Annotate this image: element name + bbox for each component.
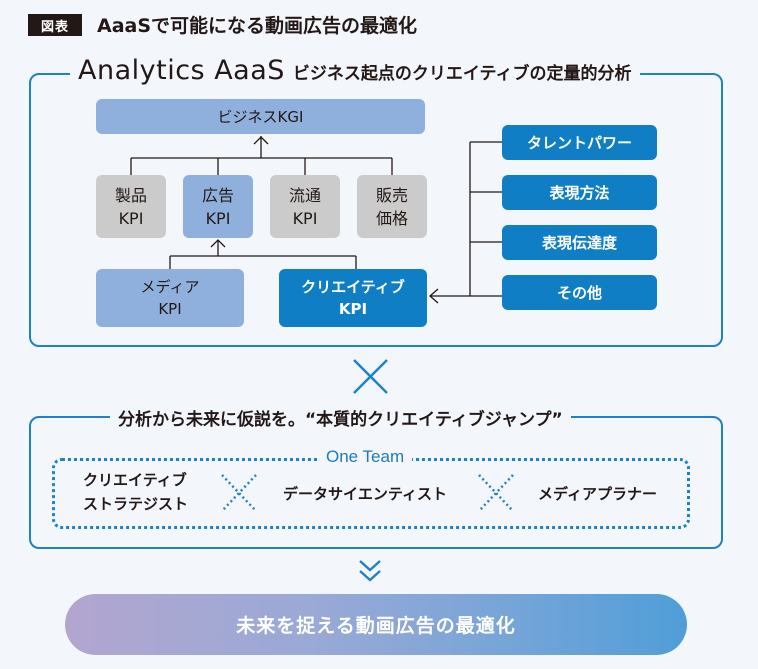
result-label: 未来を捉える動画広告の最適化 [236, 615, 516, 637]
result-pill: 未来を捉える動画広告の最適化 [65, 594, 687, 655]
product-kpi-line2: KPI [118, 208, 144, 228]
factor-label: タレントパワー [526, 133, 632, 152]
factor-expression-method: 表現方法 [502, 175, 657, 210]
distribution-kpi-line2: KPI [292, 208, 318, 228]
media-kpi-line2: KPI [158, 300, 182, 318]
product-kpi-box: 製品 KPI [96, 175, 166, 238]
analytics-frame-title: Analytics AaaS ビジネス起点のクリエイティブの定量的分析 [70, 55, 640, 86]
sales-price-box: 販売 価格 [357, 175, 427, 238]
role-data-scientist: データサイエンティスト [283, 485, 447, 503]
ad-arrow-icon [210, 239, 226, 248]
kgi-arrow-icon [253, 136, 269, 145]
business-kgi-box: ビジネスKGI [96, 99, 425, 134]
role-line2: ストラテジスト [83, 495, 189, 513]
factor-expression-delivery: 表現伝達度 [502, 225, 657, 260]
role-creative-strategist: クリエイティブ ストラテジスト [83, 468, 188, 516]
figure-badge: 図表 [28, 14, 82, 36]
creative-kpi-line2: KPI [338, 300, 368, 318]
media-kpi-line1: メディア [140, 278, 200, 296]
factor-talent-power: タレントパワー [502, 125, 657, 160]
ad-kpi-box: 広告 KPI [183, 175, 253, 238]
role-line1: クリエイティブ [83, 471, 187, 489]
figure-title: AaaSで可能になる動画広告の最適化 [97, 15, 418, 37]
factor-label: 表現方法 [549, 183, 610, 202]
dotted-times-icon-2 [478, 474, 514, 512]
creative-kpi-box: クリエイティブ KPI [279, 269, 427, 327]
times-icon [353, 359, 388, 394]
sales-price-line1: 販売 [375, 185, 408, 205]
creative-kpi-line1: クリエイティブ [301, 278, 405, 296]
media-kpi-box: メディア KPI [96, 269, 244, 327]
role-media-planner: メディアプラナー [538, 485, 657, 503]
product-kpi-line1: 製品 [114, 185, 147, 205]
one-team-label: One Team [318, 447, 413, 467]
creative-arrow-icon [429, 288, 439, 304]
factor-other: その他 [502, 275, 657, 310]
factor-label: その他 [556, 283, 602, 302]
sales-price-line2: 価格 [375, 208, 408, 228]
analytics-title-en: Analytics AaaS [78, 55, 285, 86]
ad-kpi-line2: KPI [205, 208, 231, 228]
distribution-kpi-line1: 流通 [288, 185, 321, 205]
factor-label: 表現伝達度 [541, 233, 617, 252]
hypothesis-frame-title: 分析から未来に仮説を。“本質的クリエイティブジャンプ” [110, 405, 571, 430]
distribution-kpi-box: 流通 KPI [270, 175, 340, 238]
analytics-title-jp: ビジネス起点のクリエイティブの定量的分析 [292, 64, 632, 84]
double-chevron-down-icon [359, 560, 381, 582]
business-kgi-label: ビジネスKGI [217, 107, 304, 126]
ad-kpi-line1: 広告 [201, 185, 234, 205]
dotted-times-icon-1 [221, 474, 257, 512]
